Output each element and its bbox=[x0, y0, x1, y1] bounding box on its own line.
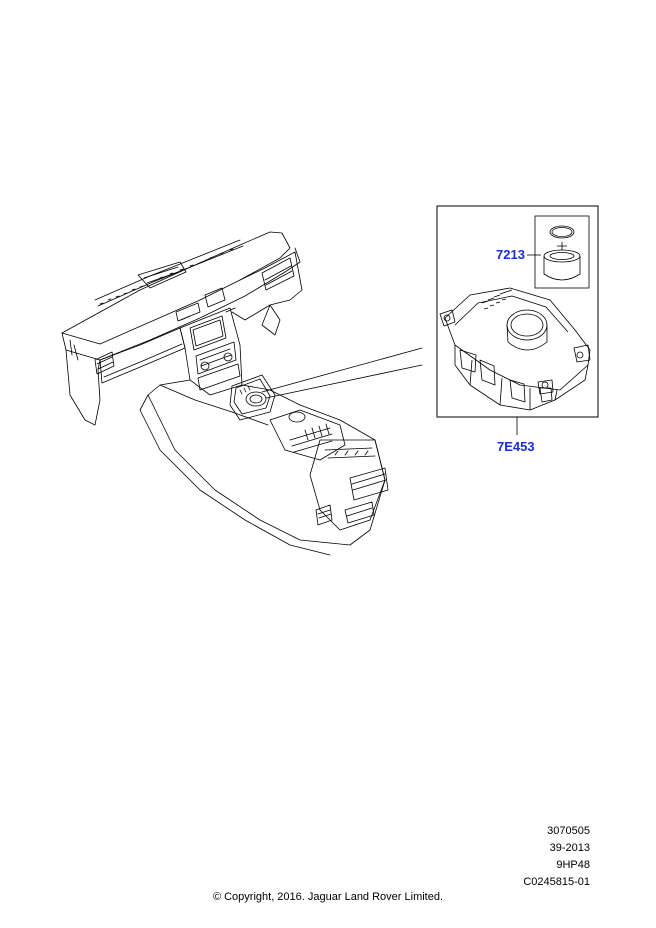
drawing-metadata: 3070505 39-2013 9HP48 C0245815-01 bbox=[523, 823, 590, 891]
section-code: 39-2013 bbox=[549, 842, 590, 854]
drawing-number: 3070505 bbox=[547, 825, 590, 837]
gear-selector-bezel bbox=[229, 374, 276, 421]
console-storage bbox=[269, 409, 346, 461]
knob-inset-frame bbox=[534, 215, 590, 289]
rear-air-vents bbox=[349, 467, 389, 501]
dashboard-left-face bbox=[65, 349, 101, 426]
catalogue-reference: C0245815-01 bbox=[523, 876, 590, 888]
infotainment-screen bbox=[189, 315, 227, 351]
right-air-vent bbox=[261, 257, 295, 291]
centre-stack bbox=[179, 307, 243, 396]
callout-7213-label: 7213 bbox=[496, 247, 525, 262]
centre-top-vent bbox=[137, 261, 187, 289]
gear-selector-knob bbox=[245, 391, 267, 407]
transmission-code: 9HP48 bbox=[556, 859, 590, 871]
copyright-notice: © Copyright, 2016. Jaguar Land Rover Lim… bbox=[212, 891, 444, 903]
dashboard-top-edge bbox=[61, 247, 301, 361]
leader-line-upper bbox=[261, 347, 423, 393]
detail-view-frame bbox=[436, 205, 599, 418]
dashboard-illustration bbox=[61, 231, 423, 556]
callout-7e453-label: 7E453 bbox=[497, 439, 535, 454]
climate-control-panel bbox=[195, 341, 237, 375]
defrost-vent-strip bbox=[94, 239, 244, 307]
shift-knob-drawing bbox=[543, 225, 581, 281]
dashboard-top-surface bbox=[61, 231, 291, 345]
gear-selector-module-drawing bbox=[439, 287, 591, 411]
centre-console bbox=[147, 379, 386, 546]
leader-line-lower bbox=[265, 364, 423, 399]
rear-console bbox=[309, 439, 386, 531]
dashboard-right-face bbox=[231, 251, 303, 321]
